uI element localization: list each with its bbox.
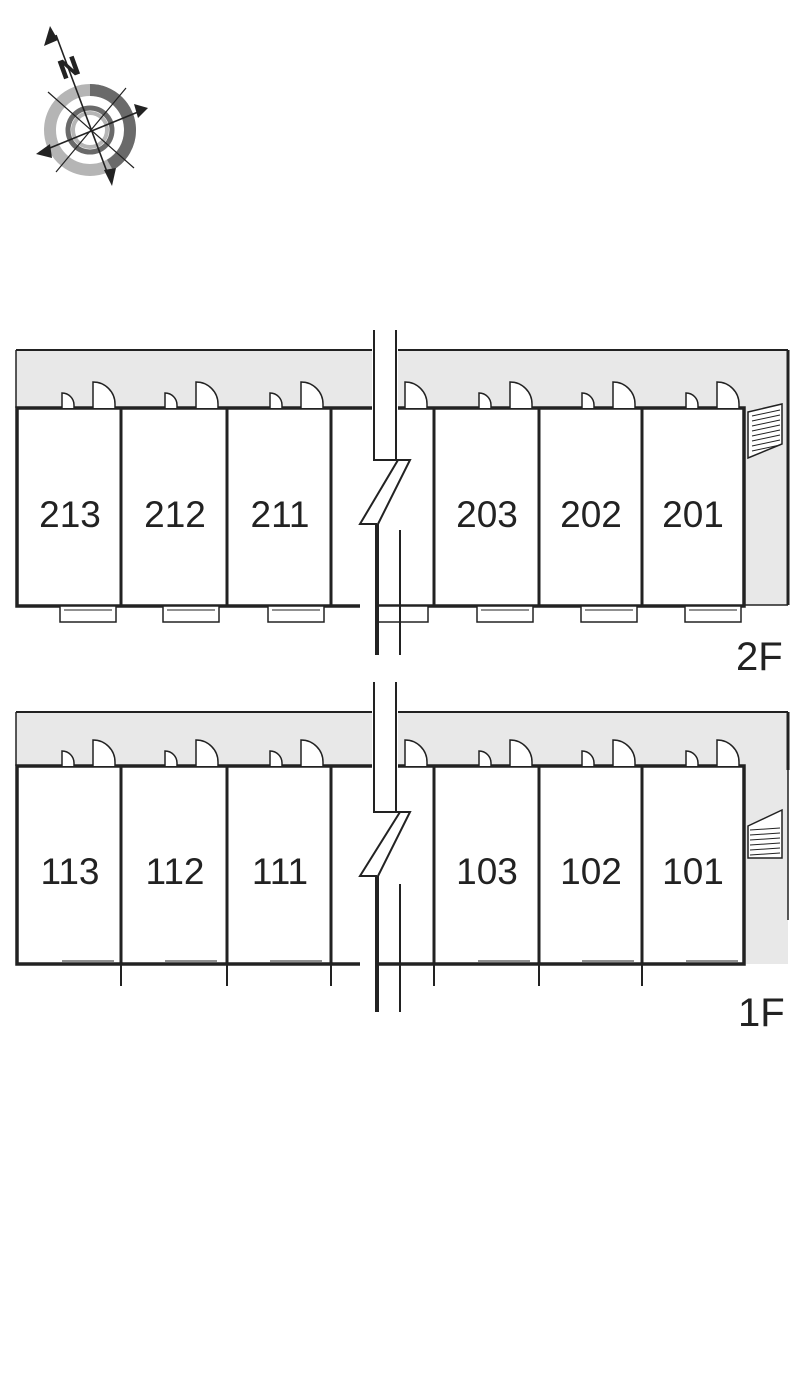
stairs-1f-icon bbox=[747, 808, 783, 859]
unit-label-201: 201 bbox=[662, 494, 724, 535]
unit-label-203: 203 bbox=[456, 494, 518, 535]
unit-label-202: 202 bbox=[560, 494, 622, 535]
unit-label-101: 101 bbox=[662, 851, 724, 892]
floor-label-1f: 1F bbox=[738, 991, 785, 1035]
unit-label-111: 111 bbox=[252, 851, 308, 892]
unit-label-213: 213 bbox=[39, 494, 101, 535]
unit-label-102: 102 bbox=[560, 851, 622, 892]
floor-1f-plan: 113 112 111 103 102 101 1F bbox=[15, 682, 790, 1035]
compass-rose-icon: N bbox=[36, 26, 148, 186]
compass-north-label: N bbox=[54, 51, 85, 87]
stairs-2f-icon bbox=[747, 403, 783, 460]
floor-label-2f: 2F bbox=[736, 635, 783, 679]
unit-label-103: 103 bbox=[456, 851, 518, 892]
unit-label-112: 112 bbox=[146, 851, 205, 892]
floor-2f-plan: 213 212 211 203 202 201 2F bbox=[15, 328, 790, 679]
unit-label-113: 113 bbox=[41, 851, 100, 892]
unit-label-211: 211 bbox=[251, 494, 310, 535]
unit-label-212: 212 bbox=[144, 494, 206, 535]
